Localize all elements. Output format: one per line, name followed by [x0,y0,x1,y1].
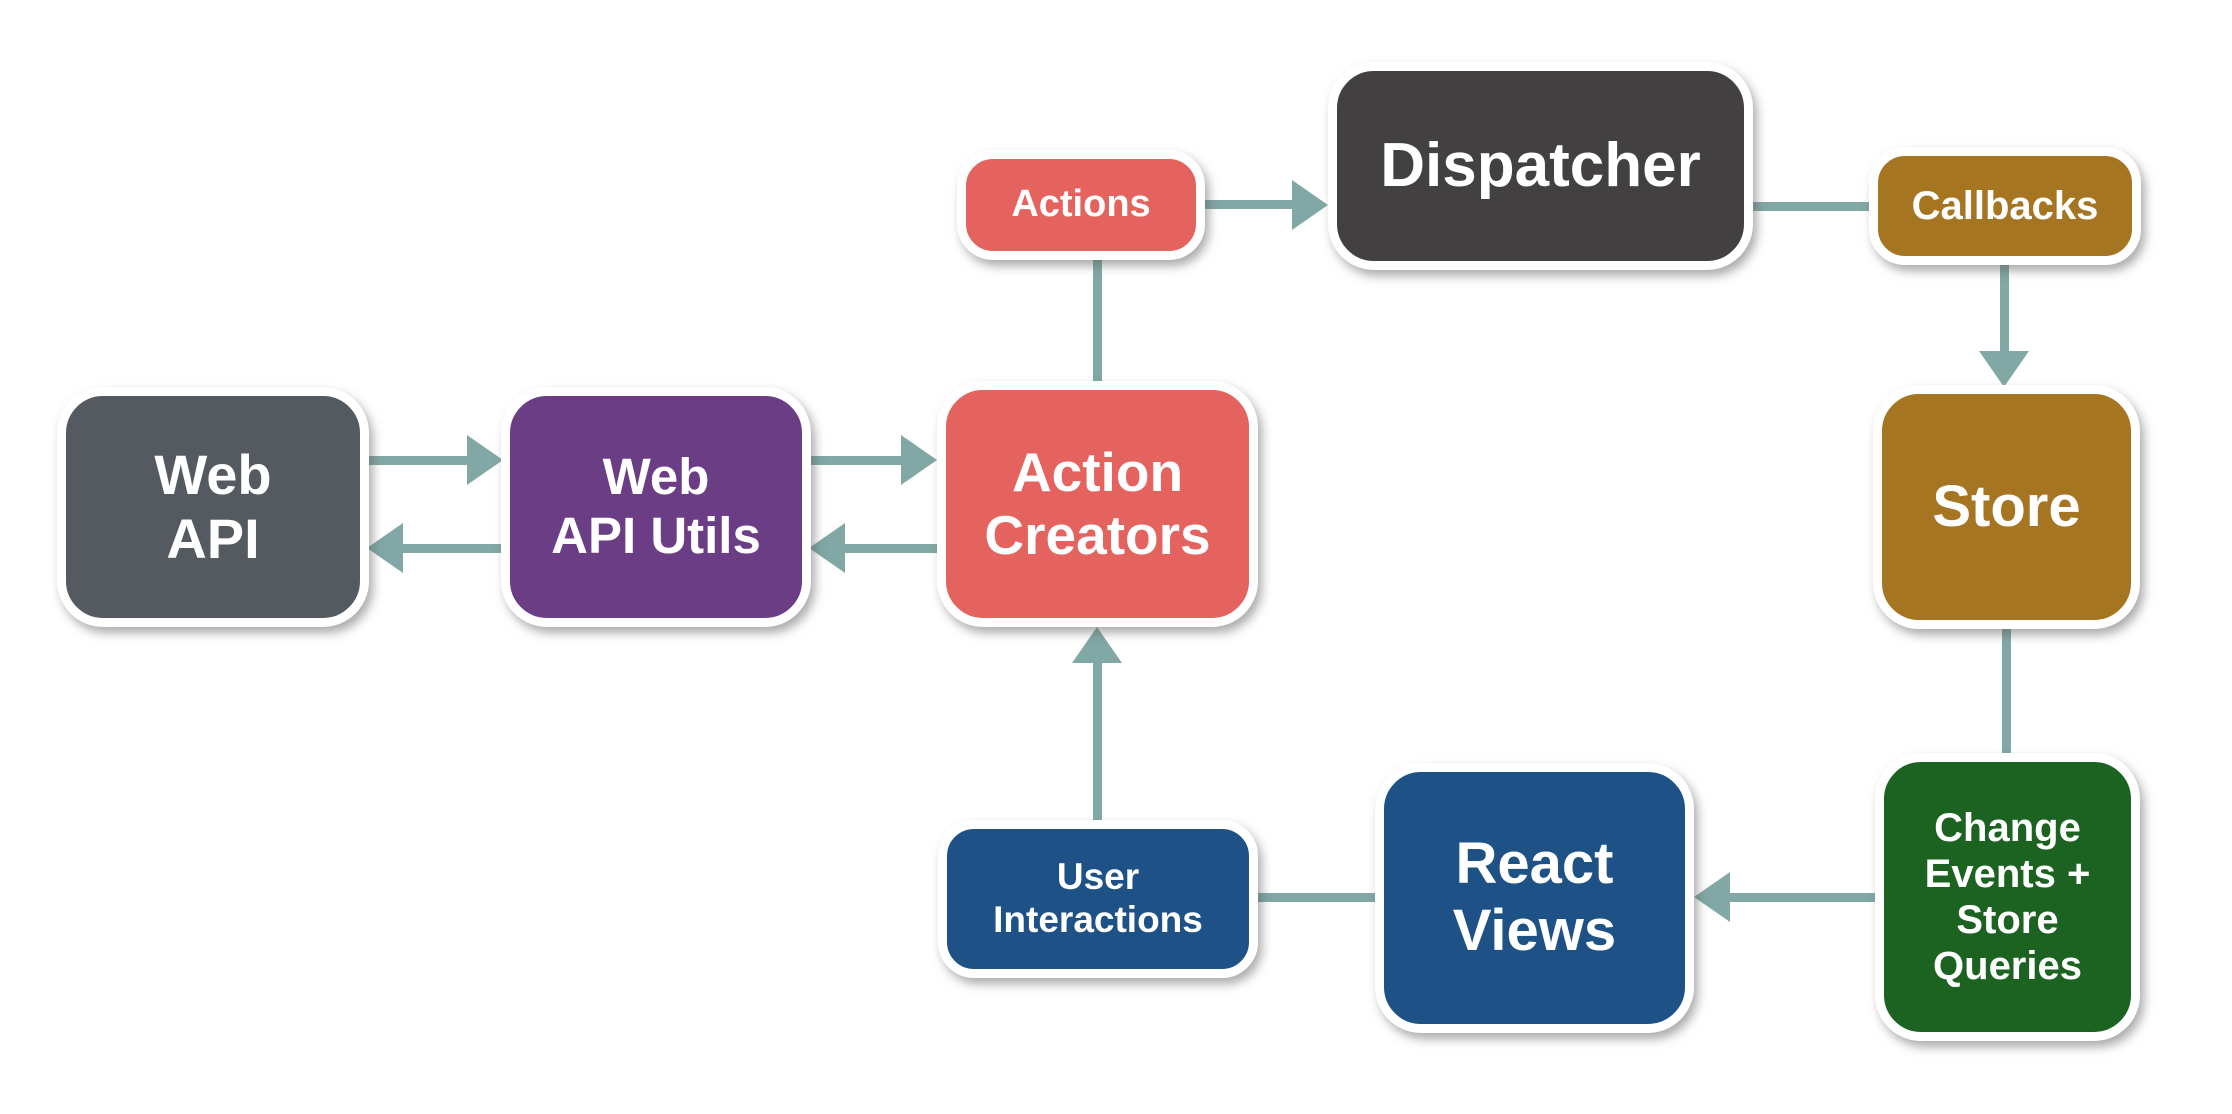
edge-dispatcher-callbacks-line [1751,202,1869,211]
node-action-creators-label: Action Creators [984,440,1211,566]
node-dispatcher-label: Dispatcher [1380,131,1701,201]
node-callbacks-label: Callbacks [1911,184,2099,228]
node-actions: Actions [957,150,1205,260]
edge-web-api-web-api-utils-line [367,456,469,465]
node-store: Store [1873,385,2140,629]
edge-web-api-utils-action-creators-arrowhead-icon [901,435,937,485]
node-action-creators: Action Creators [937,381,1258,627]
edge-change-events-react-views-line [1728,893,1877,902]
node-user-interactions-label: User Interactions [993,856,1203,940]
edge-store-change-events-line [2002,627,2011,755]
edge-action-creators-web-api-utils-arrowhead-icon [809,523,845,573]
edge-callbacks-store-line [2000,263,2009,351]
edge-actions-dispatcher-line [1205,200,1292,209]
edge-web-api-utils-action-creators-line [809,456,903,465]
edge-action-creators-actions-line [1093,258,1102,383]
edge-web-api-utils-web-api-arrowhead-icon [367,523,403,573]
edge-react-views-user-interactions-line [1256,893,1377,902]
node-web-api: Web API [57,387,369,627]
node-user-interactions: User Interactions [938,820,1258,978]
node-web-api-utils: Web API Utils [501,387,811,627]
node-callbacks: Callbacks [1869,147,2141,265]
node-web-api-label: Web API [154,442,272,570]
edge-web-api-utils-web-api-line [401,544,503,553]
node-change-events-store-queries-label: Change Events + Store Queries [1924,806,2091,988]
node-store-label: Store [1932,473,2081,539]
node-react-views: React Views [1375,763,1694,1033]
edge-web-api-web-api-utils-arrowhead-icon [467,435,503,485]
edge-callbacks-store-arrowhead-icon [1979,351,2029,387]
edge-action-creators-web-api-utils-line [843,544,939,553]
edge-user-interactions-action-creators-arrowhead-icon [1072,627,1122,663]
node-react-views-label: React Views [1452,831,1617,963]
edge-user-interactions-action-creators-line [1093,661,1102,822]
node-web-api-utils-label: Web API Utils [551,448,761,564]
edge-change-events-react-views-arrowhead-icon [1694,872,1730,922]
node-dispatcher: Dispatcher [1328,62,1753,270]
node-change-events-store-queries: Change Events + Store Queries [1875,753,2140,1041]
edge-actions-dispatcher-arrowhead-icon [1292,180,1328,230]
node-actions-label: Actions [1011,183,1151,226]
